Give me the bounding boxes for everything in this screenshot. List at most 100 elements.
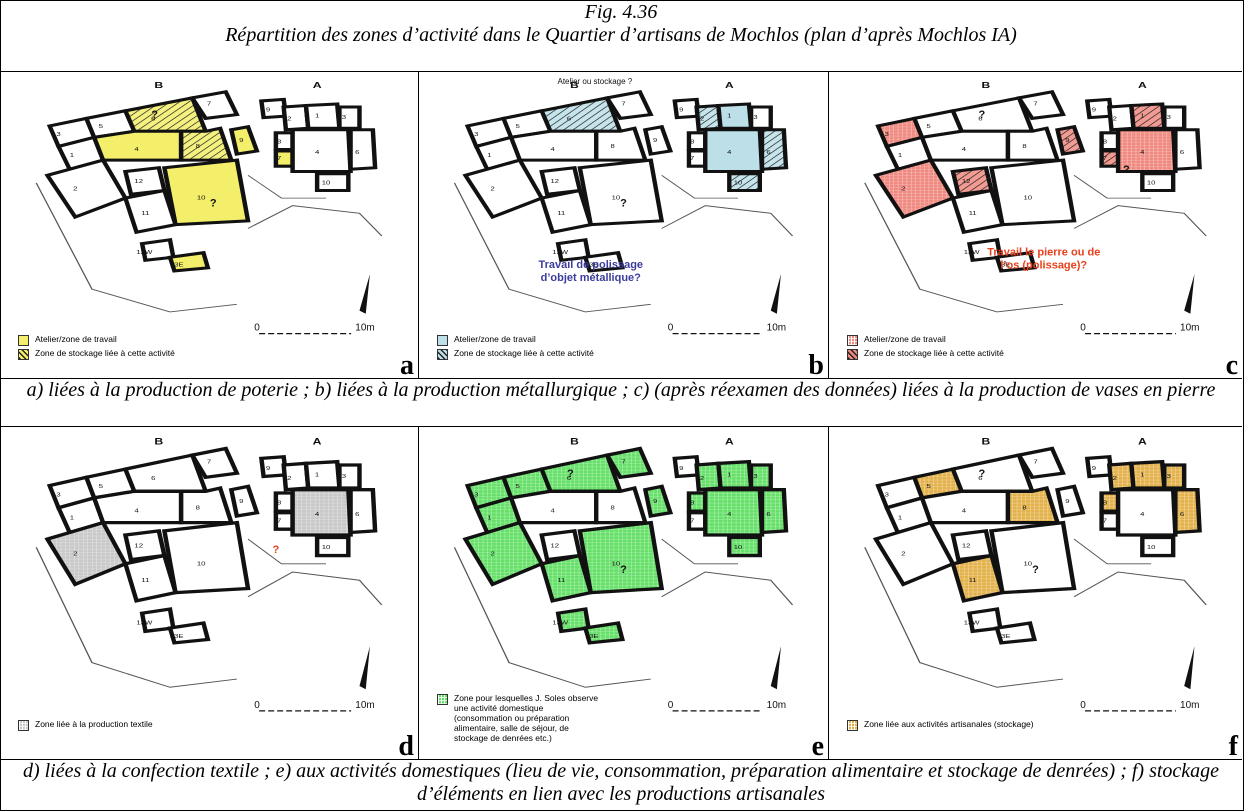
- room-number: 1: [1140, 472, 1145, 478]
- room-number: 1: [70, 515, 75, 521]
- legend-label: Zone liée à la production textile: [35, 719, 153, 729]
- building-b-label: B: [154, 82, 163, 91]
- legend: Zone liée à la production textile: [18, 719, 218, 733]
- room-number: 10: [1147, 545, 1156, 551]
- room-number: 9: [653, 499, 658, 505]
- annotation-label: ?: [210, 198, 217, 210]
- room-b-4: [91, 129, 184, 162]
- room-number: 9: [1065, 499, 1070, 505]
- room-number: 12: [134, 543, 143, 549]
- room-number: 6: [355, 150, 360, 156]
- room-number: 7: [1033, 101, 1038, 107]
- legend-swatch: [18, 349, 29, 360]
- room-number: 12: [134, 179, 143, 185]
- room-b-13e: [167, 621, 211, 645]
- panel-letter: e: [811, 731, 824, 760]
- room-number: 6: [1180, 150, 1185, 156]
- building-a-label: A: [725, 82, 734, 91]
- room-number: 8: [1022, 144, 1027, 150]
- north-arrow-icon: [770, 273, 781, 314]
- room-number: 3: [753, 115, 758, 121]
- room-b-2: [44, 520, 129, 587]
- room-number: 7: [1103, 156, 1108, 162]
- room-a-10: [1140, 172, 1176, 193]
- room-number: 13W: [552, 620, 568, 626]
- room-number: 2: [73, 551, 78, 557]
- room-number: 8: [1103, 500, 1108, 506]
- building-b-label: B: [570, 437, 579, 447]
- room-b-8: [178, 485, 235, 525]
- room-number: 6: [151, 117, 156, 123]
- panel-letter: f: [1228, 731, 1238, 760]
- legend-swatch: [847, 335, 858, 346]
- room-number: 4: [315, 150, 320, 156]
- room-number: 6: [567, 117, 572, 123]
- room-number: 10: [612, 196, 621, 202]
- building-a-label: A: [313, 82, 322, 91]
- legend: Zone liée aux activités artisanales (sto…: [847, 719, 1047, 733]
- room-number: 3: [474, 132, 479, 138]
- room-number: 8: [1022, 505, 1027, 511]
- room-number: 9: [1065, 138, 1070, 144]
- room-number: 8: [610, 144, 615, 150]
- room-number: 11: [141, 578, 149, 584]
- room-number: 1: [1140, 114, 1145, 120]
- room-b-2: [462, 158, 545, 220]
- legend-item: Zone de stockage liée à cette activité: [18, 348, 218, 360]
- room-number: 8: [690, 500, 695, 506]
- room-a-4: [703, 128, 765, 174]
- room-number: 3: [56, 492, 61, 498]
- room-b-7: [1015, 89, 1066, 121]
- room-b-10: [988, 520, 1077, 595]
- room-a-1: [303, 459, 342, 490]
- annotation-label: ?: [620, 564, 627, 576]
- room-number: 1: [727, 114, 732, 120]
- figure-title-block: Fig. 4.36 Répartition des zones d’activi…: [0, 0, 1242, 72]
- room-b-8: [594, 126, 649, 162]
- room-number: 2: [490, 186, 495, 192]
- building-b-label: B: [570, 82, 579, 91]
- legend-label: Zone de stockage liée à cette activité: [35, 348, 175, 358]
- room-number: 7: [1103, 518, 1108, 524]
- figure-number: Fig. 4.36: [584, 1, 658, 23]
- room-number: 11: [969, 211, 977, 217]
- room-number: 9: [679, 108, 684, 114]
- room-number: 9: [653, 138, 658, 144]
- panel-letter: b: [808, 350, 824, 379]
- room-a-1: [1128, 459, 1167, 490]
- building-b-label: B: [154, 437, 163, 447]
- room-b-10: [988, 158, 1077, 227]
- room-number: 13W: [136, 621, 153, 627]
- room-number: 4: [727, 512, 732, 518]
- room-b-4: [919, 489, 1011, 525]
- room-b-4: [919, 129, 1011, 162]
- room-number: 10: [734, 545, 743, 551]
- room-number: 2: [700, 117, 705, 123]
- room-b-13e: [582, 250, 626, 273]
- room-b-8: [178, 126, 235, 162]
- room-b-2: [872, 158, 956, 220]
- room-b-7: [189, 89, 240, 121]
- room-a-4: [1115, 488, 1178, 537]
- scale-start-label: 0: [668, 700, 674, 711]
- room-number: 1: [898, 153, 903, 159]
- room-number: 5: [516, 124, 521, 130]
- room-number: 5: [516, 484, 521, 490]
- room-a-1: [303, 102, 342, 130]
- room-number: 12: [551, 543, 560, 549]
- annotation-label: ?: [567, 468, 574, 480]
- room-number: 1: [487, 153, 492, 159]
- room-a-4: [703, 488, 765, 537]
- room-number: 2: [700, 476, 705, 482]
- room-number: 3: [342, 115, 347, 121]
- north-arrow-icon: [359, 646, 370, 690]
- room-number: 9: [266, 108, 271, 114]
- room-a-6: [759, 128, 789, 171]
- room-number: 4: [962, 509, 967, 515]
